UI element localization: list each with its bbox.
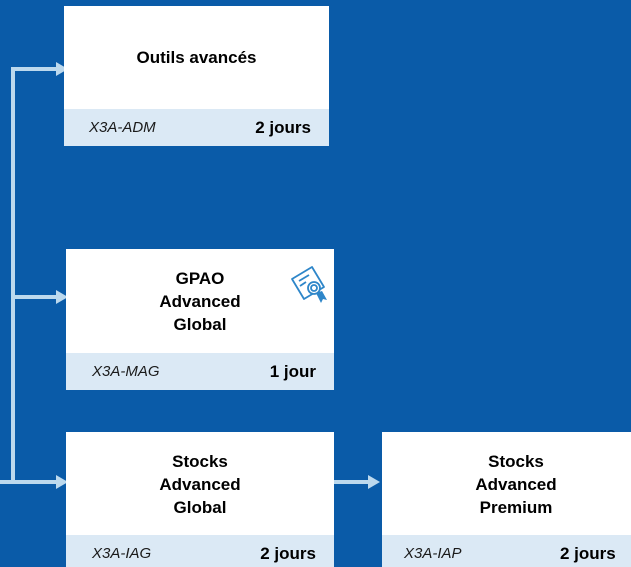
course-card-stocks-advanced-premium[interactable]: Stocks Advanced Premium X3A-IAP 2 jours — [382, 432, 631, 567]
course-title: Outils avancés — [136, 48, 257, 67]
arrowhead-gpao — [56, 290, 68, 304]
course-code: X3A-ADM — [89, 119, 156, 136]
course-code: X3A-IAP — [404, 545, 462, 562]
course-card-stocks-advanced-global[interactable]: Stocks Advanced Global X3A-IAG 2 jours — [66, 432, 334, 567]
course-title: GPAO Advanced Global — [159, 268, 241, 334]
course-footer: X3A-MAG 1 jour — [66, 353, 334, 390]
certificate-icon — [288, 263, 332, 307]
arrowhead-stocks-premium — [368, 475, 380, 489]
course-title: Stocks Advanced Global — [159, 451, 241, 517]
course-duration: 1 jour — [269, 361, 316, 381]
connector-trunk — [0, 67, 58, 484]
course-footer: X3A-ADM 2 jours — [64, 109, 329, 146]
course-code: X3A-MAG — [92, 363, 160, 380]
arrowhead-outils — [56, 62, 68, 76]
course-duration: 2 jours — [255, 117, 311, 137]
course-duration: 2 jours — [260, 543, 316, 563]
course-footer: X3A-IAP 2 jours — [382, 535, 631, 567]
course-footer: X3A-IAG 2 jours — [66, 535, 334, 567]
course-card-outils-avances[interactable]: Outils avancés X3A-ADM 2 jours — [64, 6, 329, 146]
course-card-gpao-advanced-global[interactable]: GPAO Advanced Global X3A-MAG 1 jour — [66, 249, 334, 390]
course-code: X3A-IAG — [92, 545, 152, 562]
course-duration: 2 jours — [560, 543, 616, 563]
course-title: Stocks Advanced Premium — [475, 451, 557, 517]
arrowhead-stocks-global — [56, 475, 68, 489]
